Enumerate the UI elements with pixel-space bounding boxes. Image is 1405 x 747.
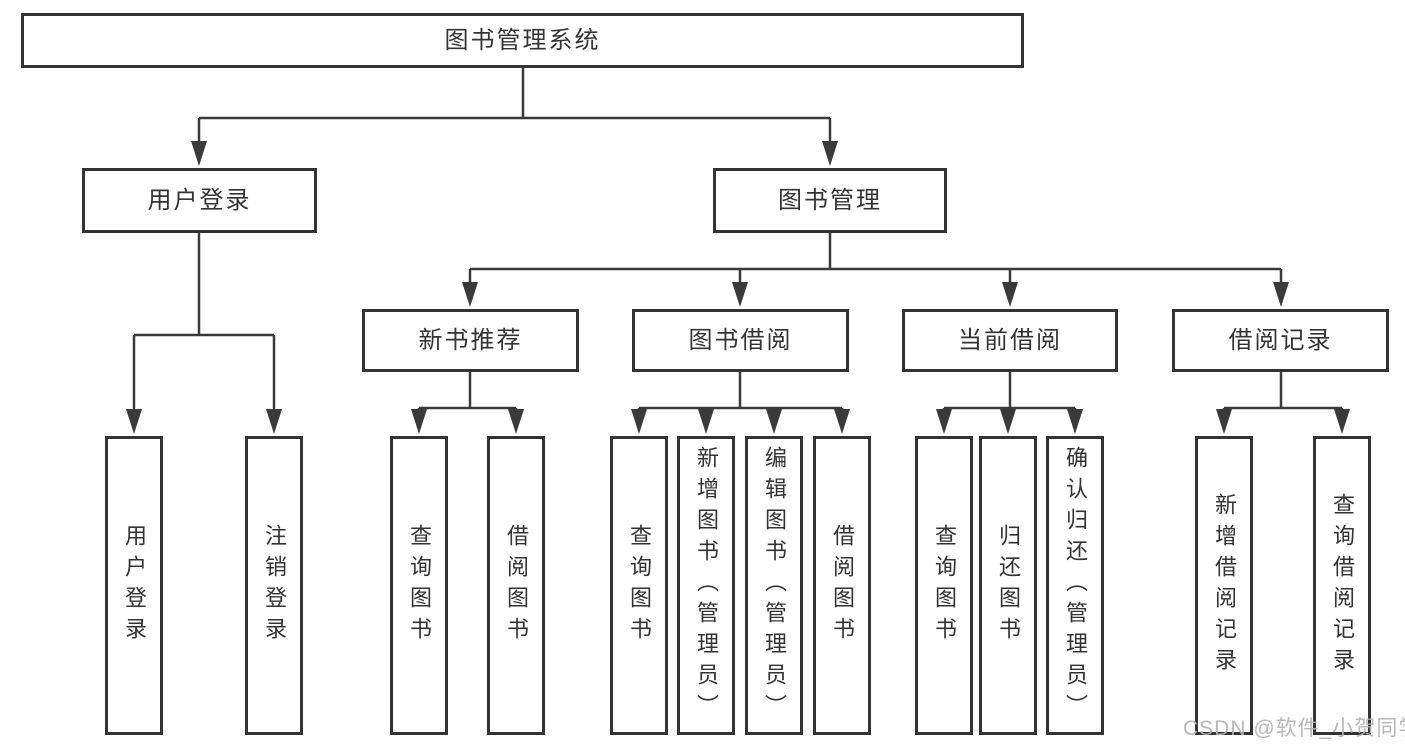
connector-root-to-level2	[197, 68, 832, 143]
node-leaf-edit-book-admin: 编辑图书（管理员）	[745, 436, 803, 735]
node-label: 查询图书	[627, 523, 652, 648]
arrowheads-book-borrow-children	[631, 409, 850, 434]
node-label: 借阅记录	[1228, 326, 1333, 354]
node-leaf-query-books-current: 查询图书	[915, 436, 973, 735]
arrowheads-current-borrow-children	[936, 409, 1083, 434]
node-label: 新书推荐	[418, 326, 523, 354]
connector-current-borrow-children	[942, 372, 1077, 411]
csdn-watermark: CSDN @软件_小贺同学	[1183, 717, 1405, 740]
node-leaf-borrow-book: 借阅图书	[813, 436, 871, 735]
node-library-management-system: 图书管理系统	[21, 13, 1024, 68]
node-leaf-query-books-recommend: 查询图书	[390, 436, 448, 735]
node-borrow-records: 借阅记录	[1172, 309, 1389, 372]
node-leaf-query-books: 查询图书	[610, 436, 668, 735]
node-label: 借阅图书	[504, 523, 529, 648]
node-leaf-add-borrow-record: 新增借阅记录	[1195, 436, 1253, 735]
node-label: 查询借阅记录	[1330, 492, 1355, 679]
node-label: 借阅图书	[830, 523, 855, 648]
node-label: 新增图书（管理员）	[694, 446, 719, 725]
arrowheads-user-login-children	[126, 409, 282, 434]
arrowheads-new-book-children	[411, 409, 524, 434]
node-current-borrow: 当前借阅	[902, 309, 1118, 372]
node-book-management: 图书管理	[713, 168, 947, 233]
connector-new-book-children	[417, 372, 518, 411]
node-label: 确认归还（管理员）	[1063, 446, 1088, 725]
connector-user-login-children	[132, 233, 276, 411]
connector-book-mgmt-children	[468, 233, 1283, 284]
node-label: 图书借阅	[688, 326, 793, 354]
node-label: 查询图书	[407, 523, 432, 648]
node-leaf-add-book-admin: 新增图书（管理员）	[677, 436, 735, 735]
node-leaf-return-book: 归还图书	[979, 436, 1037, 735]
node-leaf-confirm-return-admin: 确认归还（管理员）	[1046, 436, 1104, 735]
node-leaf-user-login: 用户登录	[105, 436, 163, 735]
node-label: 编辑图书（管理员）	[762, 446, 787, 725]
node-leaf-query-borrow-record: 查询借阅记录	[1313, 436, 1371, 735]
connector-book-borrow-children	[637, 372, 844, 411]
arrowheads-borrow-records-children	[1216, 409, 1350, 434]
node-new-book-recommend: 新书推荐	[362, 309, 579, 372]
node-label: 图书管理	[778, 186, 882, 214]
node-user-login: 用户登录	[82, 168, 317, 233]
node-label: 注销登录	[262, 523, 287, 648]
node-label: 图书管理系统	[444, 26, 601, 54]
connector-borrow-records-children	[1222, 372, 1344, 411]
node-book-borrow: 图书借阅	[632, 309, 849, 372]
node-label: 用户登录	[147, 186, 252, 214]
node-leaf-borrow-books-recommend: 借阅图书	[487, 436, 545, 735]
node-leaf-logout: 注销登录	[245, 436, 303, 735]
arrowheads-level2	[191, 141, 838, 166]
node-label: 归还图书	[996, 523, 1021, 648]
arrowheads-level3	[462, 282, 1289, 307]
node-label: 用户登录	[122, 523, 147, 648]
node-label: 查询图书	[932, 523, 957, 648]
node-label: 当前借阅	[958, 326, 1062, 354]
node-label: 新增借阅记录	[1212, 492, 1237, 679]
